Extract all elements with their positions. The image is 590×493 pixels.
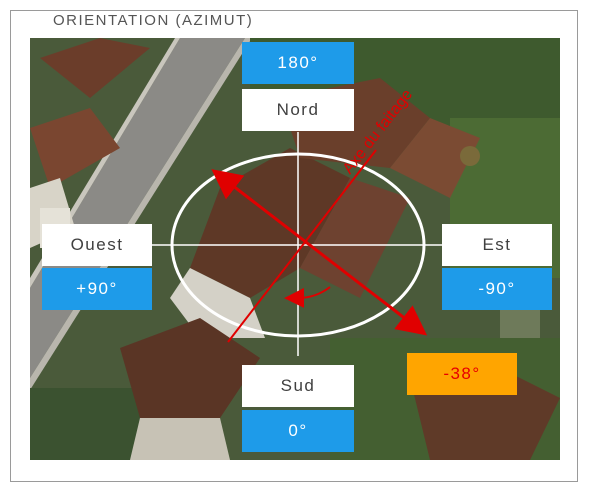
east-label: Est (442, 224, 552, 266)
east-value-badge: -90° (442, 268, 552, 310)
orientation-panel: ORIENTATION (AZIMUT) (10, 10, 578, 482)
azimuth-value-badge: -38° (407, 353, 517, 395)
north-value-badge: 180° (242, 42, 354, 84)
south-label: Sud (242, 365, 354, 407)
west-value-badge: +90° (42, 268, 152, 310)
west-label: Ouest (42, 224, 152, 266)
panel-title: ORIENTATION (AZIMUT) (47, 11, 260, 31)
south-value-badge: 0° (242, 410, 354, 452)
north-label: Nord (242, 89, 354, 131)
